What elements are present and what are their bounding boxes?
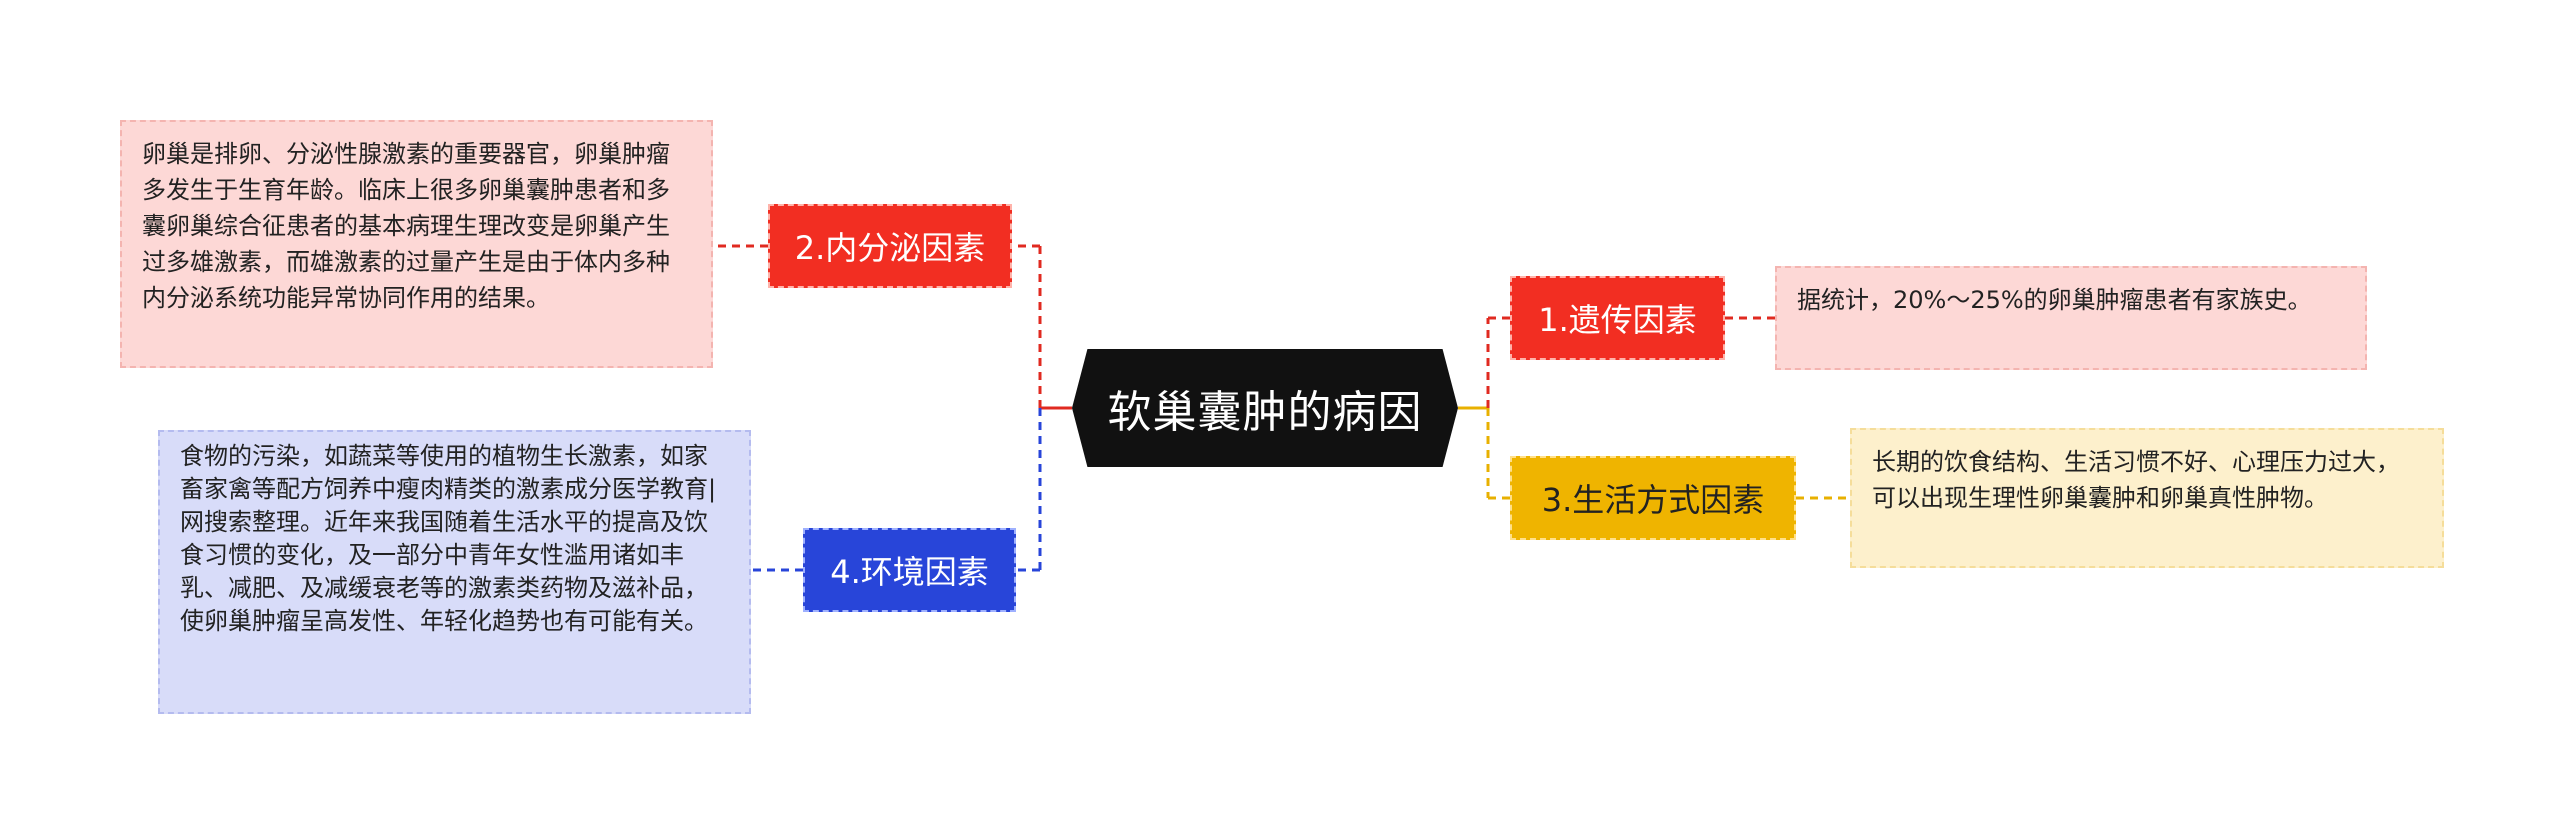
branch-lifestyle[interactable]: 3.生活方式因素 <box>1510 456 1796 540</box>
note-lifestyle[interactable]: 长期的饮食结构、生活习惯不好、心理压力过大，可以出现生理性卵巢囊肿和卵巢真性肿物… <box>1850 428 2444 568</box>
central-topic[interactable]: 软巢囊肿的病因 <box>1072 349 1458 467</box>
note-environment[interactable]: 食物的污染，如蔬菜等使用的植物生长激素，如家畜家禽等配方饲养中瘦肉精类的激素成分… <box>158 430 751 714</box>
note-lifestyle-text: 长期的饮食结构、生活习惯不好、心理压力过大，可以出现生理性卵巢囊肿和卵巢真性肿物… <box>1872 448 2400 512</box>
branch-genetic-label: 1.遗传因素 <box>1538 301 1697 339</box>
branch-genetic[interactable]: 1.遗传因素 <box>1510 276 1725 360</box>
branch-endocrine[interactable]: 2.内分泌因素 <box>768 204 1012 288</box>
branch-endocrine-label: 2.内分泌因素 <box>794 229 986 267</box>
branch-environment-label: 4.环境因素 <box>830 553 989 591</box>
branch-environment[interactable]: 4.环境因素 <box>803 528 1016 612</box>
note-genetic-text: 据统计，20%～25%的卵巢肿瘤患者有家族史。 <box>1797 286 2312 314</box>
central-topic-label: 软巢囊肿的病因 <box>1107 387 1423 438</box>
branch-lifestyle-label: 3.生活方式因素 <box>1541 481 1765 519</box>
note-endocrine-text: 卵巢是排卵、分泌性腺激素的重要器官，卵巢肿瘤多发生于生育年龄。临床上很多卵巢囊肿… <box>142 140 670 312</box>
note-genetic[interactable]: 据统计，20%～25%的卵巢肿瘤患者有家族史。 <box>1775 266 2367 370</box>
note-endocrine[interactable]: 卵巢是排卵、分泌性腺激素的重要器官，卵巢肿瘤多发生于生育年龄。临床上很多卵巢囊肿… <box>120 120 713 368</box>
note-environment-text: 食物的污染，如蔬菜等使用的植物生长激素，如家畜家禽等配方饲养中瘦肉精类的激素成分… <box>180 442 717 635</box>
